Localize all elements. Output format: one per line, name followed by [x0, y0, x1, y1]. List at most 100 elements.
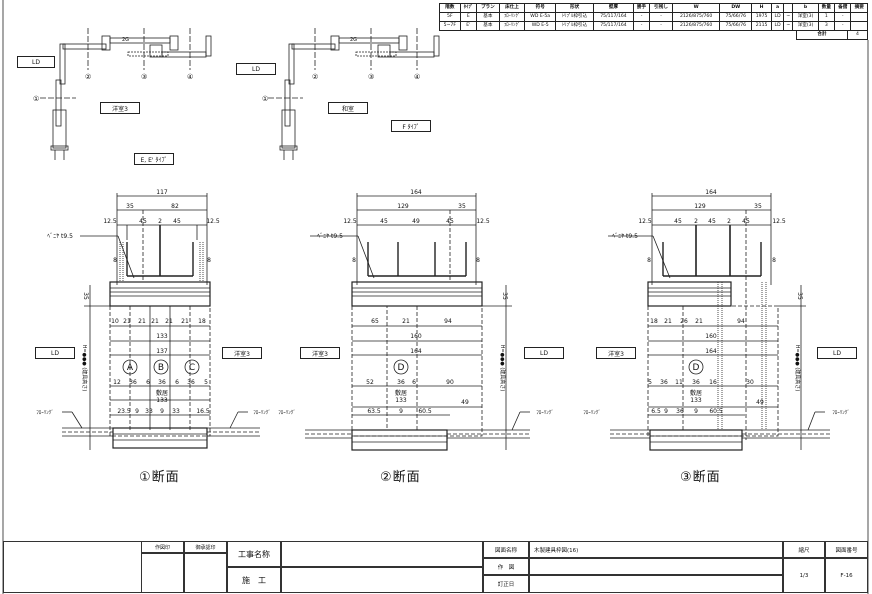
svg-text:9: 9	[664, 408, 668, 415]
svg-text:45: 45	[173, 218, 181, 225]
svg-text:94: 94	[737, 318, 745, 325]
total-row: 合計 4	[796, 30, 868, 40]
section-3-title: ③断面	[680, 470, 721, 485]
svg-text:6: 6	[412, 379, 416, 386]
panel-a-label: A	[127, 363, 134, 373]
drafter-value	[529, 558, 783, 575]
svg-text:④: ④	[414, 73, 420, 81]
svg-text:35: 35	[501, 292, 508, 300]
project-value	[281, 541, 483, 567]
svg-text:35: 35	[754, 203, 762, 210]
svg-text:164: 164	[410, 348, 422, 355]
svg-text:164: 164	[705, 348, 717, 355]
svg-text:①: ①	[262, 95, 268, 103]
svg-text:33: 33	[172, 408, 180, 415]
svg-text:21: 21	[165, 318, 173, 325]
svg-text:117: 117	[156, 189, 168, 196]
svg-text:ﾌﾛｰﾘﾝｸﾞ: ﾌﾛｰﾘﾝｸﾞ	[253, 409, 271, 416]
svg-text:②: ②	[312, 73, 318, 81]
svg-text:5: 5	[648, 379, 652, 386]
svg-text:9: 9	[694, 408, 698, 415]
svg-text:2: 2	[727, 218, 731, 225]
table-row: 5~7F E' 基本 ﾌﾛｰﾘﾝｸﾞ WD E-5 ﾄﾘﾌﾟﾙ枠引込 75/11…	[439, 21, 868, 31]
scale-value: 1/3	[783, 558, 825, 593]
svg-text:49: 49	[412, 218, 420, 225]
svg-text:6.5: 6.5	[651, 408, 661, 415]
svg-text:49: 49	[756, 399, 764, 406]
marker-1: ①	[33, 95, 39, 103]
plan2-room-japanese: 和室	[328, 102, 368, 114]
panel-d-label: D	[398, 363, 405, 373]
svg-text:12.5: 12.5	[476, 218, 490, 225]
svg-text:52: 52	[366, 379, 374, 386]
svg-text:21: 21	[138, 318, 146, 325]
marker-3: ③	[141, 73, 147, 81]
section-3-drawing	[608, 193, 830, 451]
svg-text:9: 9	[135, 408, 139, 415]
section2-room-left: 洋室3	[300, 347, 340, 359]
svg-text:82: 82	[171, 203, 179, 210]
svg-text:ﾍﾞﾆﾔ t9.5: ﾍﾞﾆﾔ t9.5	[47, 233, 73, 240]
svg-text:133: 133	[690, 397, 702, 404]
svg-text:36: 36	[187, 379, 195, 386]
svg-text:16.5: 16.5	[196, 408, 210, 415]
svg-text:129: 129	[397, 203, 409, 210]
door-schedule-table: 階数 ﾀｲﾌﾟ プラン 床仕上 符号 形状 壁厚 勝手 引残し W DW H a…	[439, 3, 868, 31]
svg-text:8: 8	[352, 257, 356, 264]
svg-text:45: 45	[139, 218, 147, 225]
svg-text:49: 49	[461, 399, 469, 406]
table-row: 5F E 基本 ﾌﾛｰﾘﾝｸﾞ WD E-5a ﾄﾘﾌﾟﾙ枠引込 75/117/…	[439, 12, 868, 22]
svg-text:18: 18	[650, 318, 658, 325]
svg-text:26: 26	[680, 318, 688, 325]
svg-text:2: 2	[158, 218, 162, 225]
svg-text:35: 35	[126, 203, 134, 210]
total-value: 4	[847, 30, 868, 40]
plan2-type-label: F ﾀｲﾌﾟ	[391, 120, 431, 132]
plan-view-1	[40, 28, 212, 160]
svg-text:ﾌﾛｰﾘﾝｸﾞ: ﾌﾛｰﾘﾝｸﾞ	[583, 409, 601, 416]
svg-text:12: 12	[113, 379, 121, 386]
plan1-room-ld: LD	[17, 56, 55, 68]
svg-text:36: 36	[397, 379, 405, 386]
svg-text:ﾍﾞﾆﾔ t9.5: ﾍﾞﾆﾔ t9.5	[317, 233, 343, 240]
svg-text:65: 65	[371, 318, 379, 325]
svg-text:12.5: 12.5	[638, 218, 652, 225]
svg-text:21: 21	[123, 318, 131, 325]
svg-text:敷居: 敷居	[156, 389, 168, 397]
svg-text:5: 5	[204, 379, 208, 386]
drawing-number-value: F-16	[825, 558, 868, 593]
drawing-name-label: 図面名称	[483, 541, 529, 558]
contractor-label: 施 工	[227, 567, 281, 593]
section-1-drawing	[62, 193, 260, 450]
svg-text:ﾌﾛｰﾘﾝｸﾞ: ﾌﾛｰﾘﾝｸﾞ	[278, 409, 296, 416]
svg-text:9: 9	[160, 408, 164, 415]
svg-text:160: 160	[410, 333, 422, 340]
stamp-draw-box	[141, 553, 184, 593]
svg-text:ﾌﾛｰﾘﾝｸﾞ: ﾌﾛｰﾘﾝｸﾞ	[832, 409, 850, 416]
marker-4: ④	[187, 73, 193, 81]
svg-text:12.5: 12.5	[772, 218, 786, 225]
svg-text:133: 133	[156, 397, 168, 404]
svg-text:11: 11	[675, 379, 683, 386]
svg-text:H=●●● (建具高さ): H=●●● (建具高さ)	[81, 345, 88, 392]
section3-room-left: 洋室3	[596, 347, 636, 359]
svg-text:12.5: 12.5	[206, 218, 220, 225]
section2-room-right: LD	[524, 347, 564, 359]
section-1-title: ①断面	[139, 470, 180, 485]
svg-text:8: 8	[476, 257, 480, 264]
svg-text:21: 21	[664, 318, 672, 325]
svg-text:35: 35	[796, 292, 803, 300]
svg-text:敷居: 敷居	[395, 389, 407, 397]
panel-b-label: B	[158, 363, 164, 373]
panel-c-label: C	[189, 363, 195, 373]
svg-text:94: 94	[444, 318, 452, 325]
svg-text:2G: 2G	[350, 37, 357, 43]
svg-text:45: 45	[708, 218, 716, 225]
svg-text:8: 8	[207, 257, 211, 264]
svg-text:6: 6	[146, 379, 150, 386]
svg-text:2: 2	[694, 218, 698, 225]
drawing-name-value: 木製建具枠図(16)	[529, 541, 783, 558]
svg-text:ﾍﾞﾆﾔ t9.5: ﾍﾞﾆﾔ t9.5	[612, 233, 638, 240]
svg-text:36: 36	[692, 379, 700, 386]
svg-text:63.5: 63.5	[367, 408, 381, 415]
